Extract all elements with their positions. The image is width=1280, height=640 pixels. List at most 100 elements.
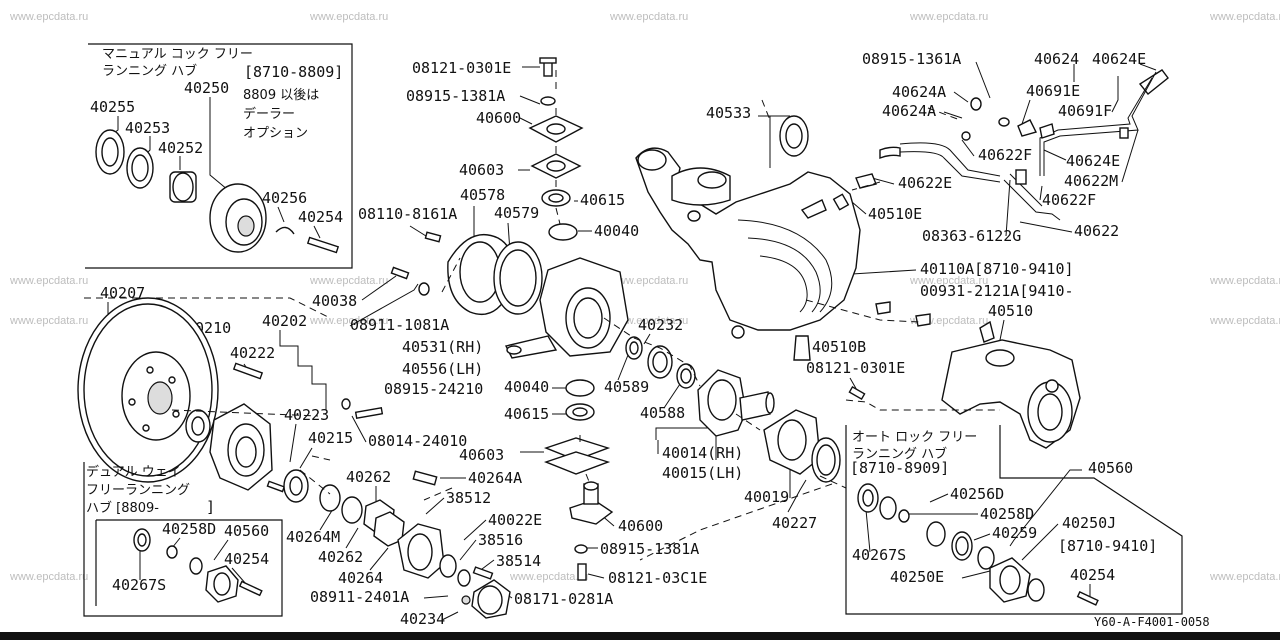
part-label-40624A: 40624A — [892, 83, 946, 101]
manual-hub-title-1: マニュアル コック フリー — [102, 47, 253, 62]
part-label-40622: 40622 — [1074, 222, 1119, 240]
part-label-40622F: 40622F — [1042, 191, 1096, 209]
part-label-08915-1381A: 08915-1381A — [600, 540, 699, 558]
part-label-40588: 40588 — [640, 404, 685, 422]
watermark: www.epcdata.ru — [9, 11, 88, 23]
watermark: www.epcdata.ru — [909, 11, 988, 23]
part-label-40253: 40253 — [125, 119, 170, 137]
part-label-40510E: 40510E — [868, 205, 922, 223]
part-label-40600: 40600 — [618, 517, 663, 535]
part-label-40259: 40259 — [992, 524, 1037, 542]
part-label-40589: 40589 — [604, 378, 649, 396]
watermark: www.epcdata.ru — [9, 275, 88, 287]
manual-hub-date-range: [8710-8809] — [244, 63, 343, 81]
part-label-40264: 40264 — [338, 569, 383, 587]
assembly-leaders — [84, 70, 1000, 561]
part-label-40254: 40254 — [298, 208, 343, 226]
ring-40256D — [879, 496, 897, 520]
part-label-40622F: 40622F — [978, 146, 1032, 164]
bolt-40264A — [412, 470, 438, 486]
part-label-40254: 40254 — [1070, 566, 1115, 584]
bolt-40254c — [1076, 591, 1099, 606]
part-label-40560: 40560 — [224, 522, 269, 540]
part-label-40533: 40533 — [706, 104, 751, 122]
bearing-40040b — [565, 379, 595, 397]
part-label-40250: 40250 — [184, 79, 229, 97]
ring-38516 — [457, 569, 471, 587]
watermark: www.epcdata.ru — [1209, 571, 1280, 583]
manual-hub-note-3: オプション — [243, 126, 308, 141]
spindle-group: 40232 40040 40589 40615 40588 40603 4001… — [459, 316, 905, 587]
watermark: www.epcdata.ru — [1209, 315, 1280, 327]
bolt-08121c — [577, 563, 587, 581]
watermark: www.epcdata.ru — [609, 11, 688, 23]
part-label-40250E: 40250E — [890, 568, 944, 586]
watermark: www.epcdata.ru — [609, 275, 688, 287]
part-label-40624: 40624 — [1034, 50, 1079, 68]
bolt-40038 — [390, 266, 410, 280]
figure-code: Y60-A-F4001-0058 — [1094, 615, 1210, 629]
watermark: www.epcdata.ru — [609, 315, 688, 327]
part-label-40256D: 40256D — [950, 485, 1004, 503]
part-label-08915-1381A: 08915-1381A — [406, 87, 505, 105]
part-label-40232: 40232 — [638, 316, 683, 334]
part-label-40222: 40222 — [230, 344, 275, 362]
part-label-40600: 40600 — [476, 109, 521, 127]
part-label-40234: 40234 — [400, 610, 445, 628]
part-label-40624E: 40624E — [1066, 152, 1120, 170]
auto-hub-box: オート ロック フリー ランニング ハブ [8710-8909] 40560 4… — [845, 425, 1183, 615]
ring-40258D — [166, 545, 178, 559]
watermark: www.epcdata.ru — [9, 571, 88, 583]
part-label-08915-24210: 08915-24210 — [384, 380, 483, 398]
ring-40022E — [439, 554, 457, 578]
part-label-08110-8161A: 08110-8161A — [358, 205, 457, 223]
auto-hub-title-1: オート ロック フリー — [852, 430, 977, 445]
watermark: www.epcdata.ru — [309, 11, 388, 23]
watermark: www.epcdata.ru — [309, 275, 388, 287]
ring-40258D-b — [898, 509, 910, 523]
manual-hub-note-2: デーラー — [243, 106, 295, 122]
part-label-40579: 40579 — [494, 204, 539, 222]
watermark: www.epcdata.ru — [909, 275, 988, 287]
part-label-40615: 40615 — [580, 191, 625, 209]
part-label-40262: 40262 — [346, 468, 391, 486]
dual-hub-title-1: デュアル ウェイ — [86, 464, 181, 480]
part-label-40622M: 40622M — [1064, 172, 1118, 190]
part-label-38516: 38516 — [478, 531, 523, 549]
part-label-40014: 40014(RH) — [662, 444, 743, 462]
part-label-40264A: 40264A — [468, 469, 522, 487]
ring-40262 — [341, 496, 363, 524]
auto-hub-title-2: ランニング ハブ — [852, 446, 947, 462]
part-label-40691F: 40691F — [1058, 102, 1112, 120]
part-label-40624E: 40624E — [1092, 50, 1146, 68]
part-label-40603: 40603 — [459, 161, 504, 179]
bolt-40222 — [232, 362, 264, 380]
watermark: www.epcdata.ru — [1209, 11, 1280, 23]
part-label-08363-6122G: 08363-6122G — [922, 227, 1021, 245]
stud-40223 — [266, 480, 286, 493]
watermark: www.epcdata.ru — [509, 571, 588, 583]
part-label-40215: 40215 — [308, 429, 353, 447]
part-label-40258D: 40258D — [980, 505, 1034, 523]
part-label-40267S: 40267S — [852, 546, 906, 564]
top-right-group: 40533 08915-1361A 40624 40624E 40624A 40… — [635, 50, 1169, 349]
part-label-40022E: 40022E — [488, 511, 542, 529]
breather-40510B — [793, 335, 811, 361]
part-label-08121-03C1E: 08121-03C1E — [608, 569, 707, 587]
part-label-40254: 40254 — [224, 550, 269, 568]
part-label-40531: 40531(RH) — [402, 338, 483, 356]
top-center-group: 08121-0301E 08915-1381A 40600 40603 4057… — [358, 57, 639, 359]
part-label-40223: 40223 — [284, 406, 329, 424]
part-label-08014-24010: 08014-24010 — [368, 432, 467, 450]
watermark: www.epcdata.ru — [309, 315, 388, 327]
dual-hub-title-3: ハブ [8809- — [86, 500, 159, 516]
plug-40110A — [731, 325, 745, 339]
bolt-40254 — [306, 236, 340, 254]
part-label-08911-1081A: 08911-1081A — [350, 316, 449, 334]
part-label-40560: 40560 — [1088, 459, 1133, 477]
nut-08911 — [418, 282, 430, 296]
part-label-40038: 40038 — [312, 292, 357, 310]
part-label-40556: 40556(LH) — [402, 360, 483, 378]
part-label-08911-2401A: 08911-2401A — [310, 588, 409, 606]
